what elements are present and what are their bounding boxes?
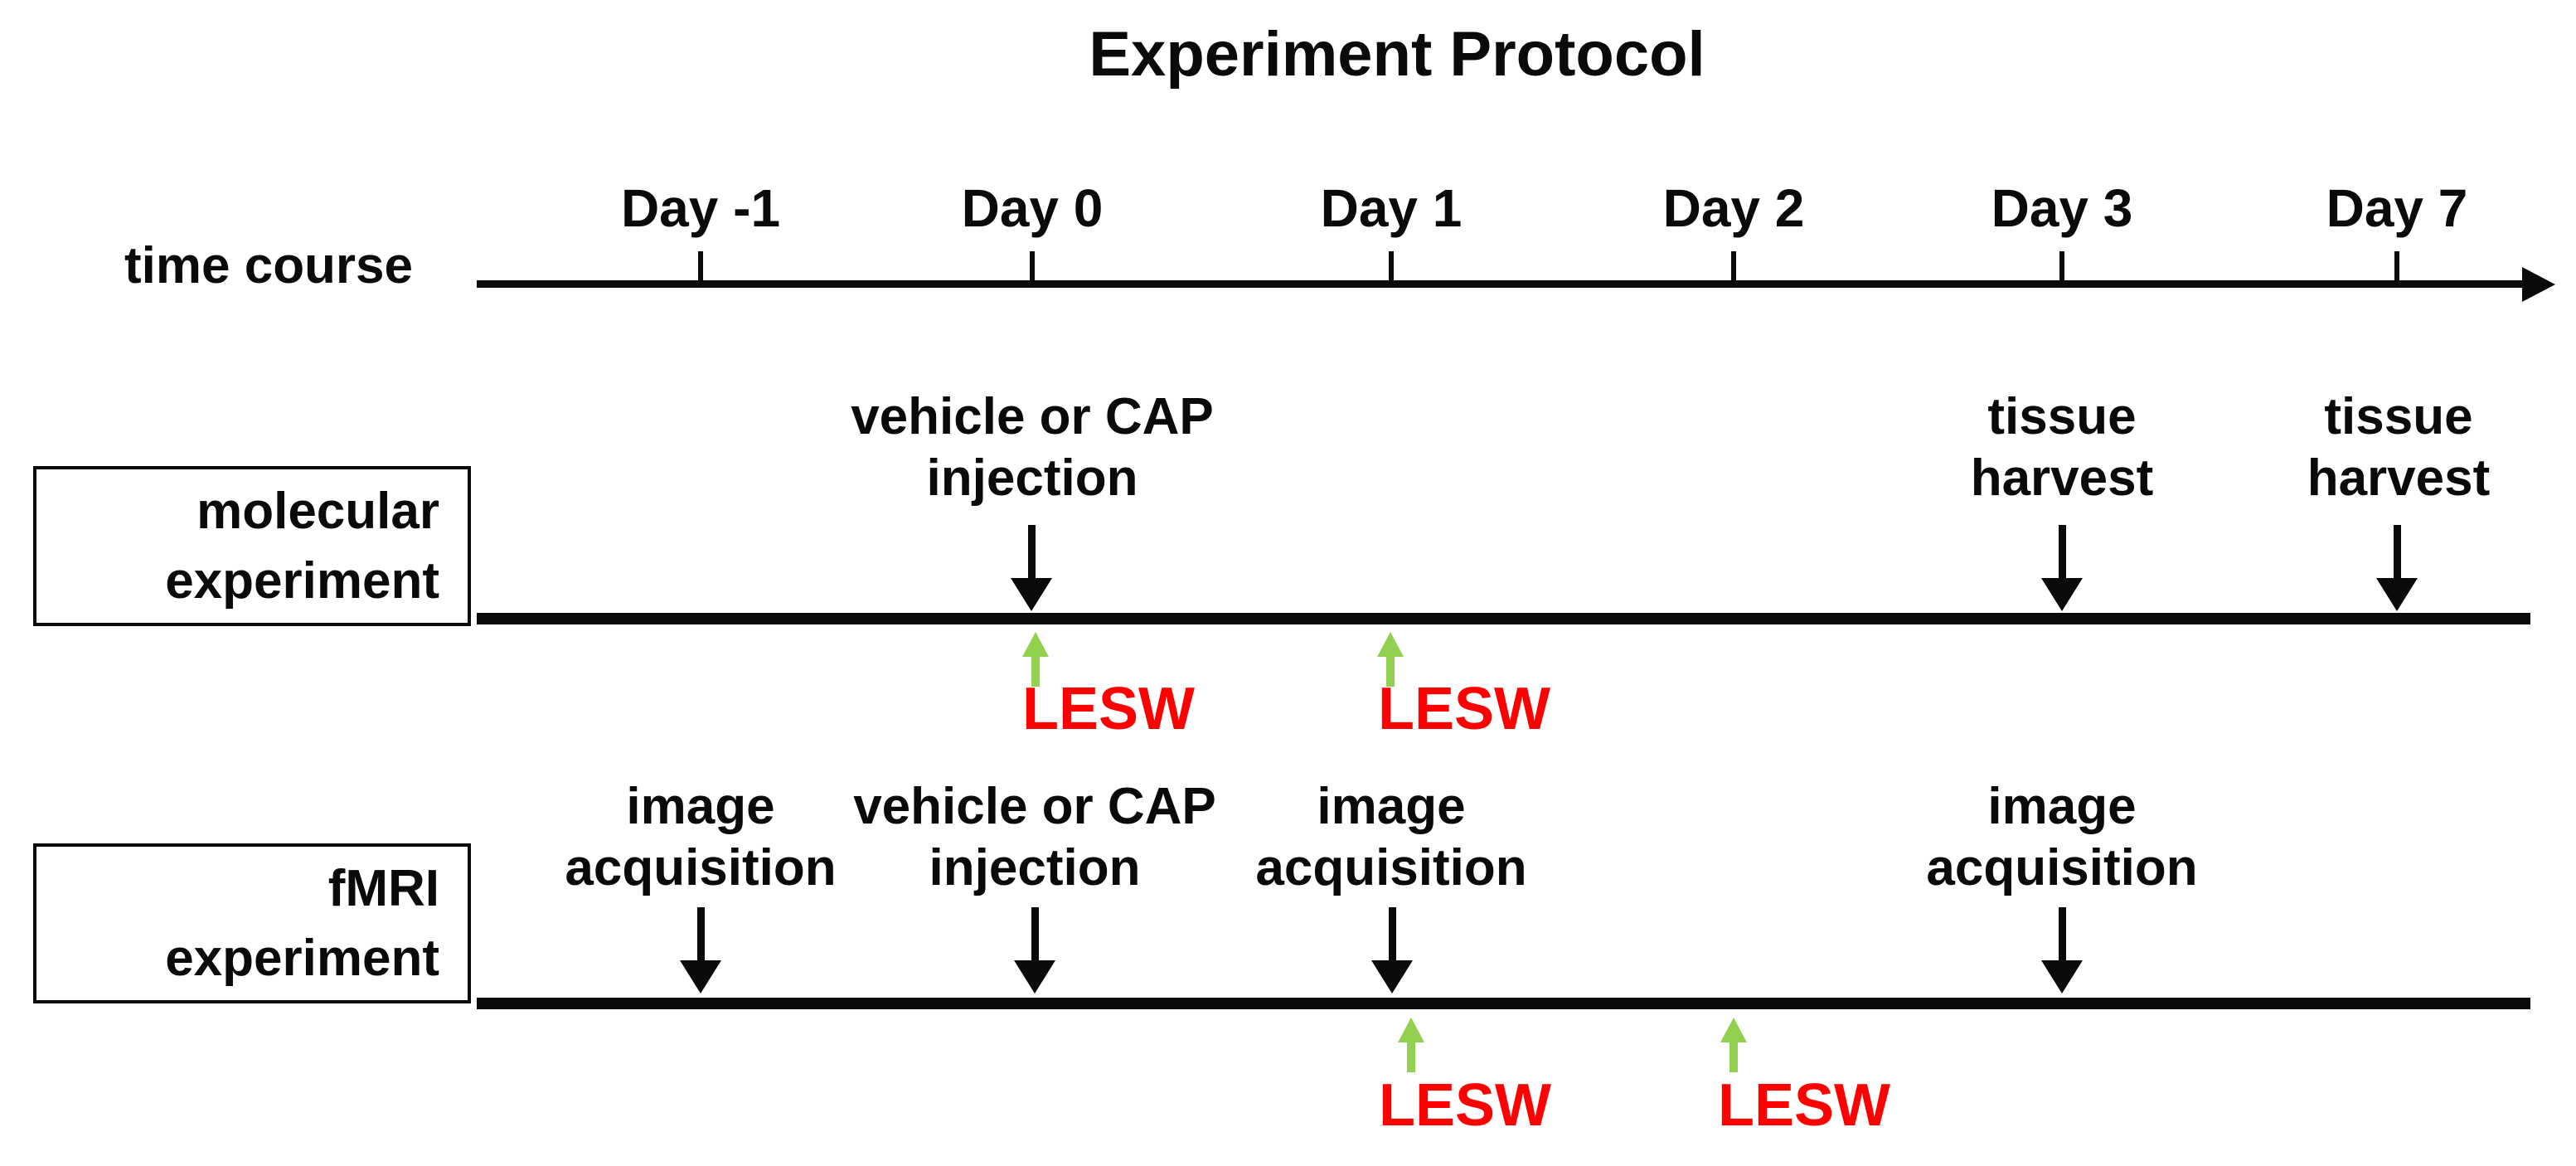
down-arrow-icon bbox=[1371, 907, 1413, 994]
event-label-line: harvest bbox=[1970, 449, 2154, 507]
up-arrow-head bbox=[1022, 632, 1049, 657]
up-arrow-head bbox=[1377, 632, 1404, 657]
event-label-line: injection bbox=[929, 839, 1141, 896]
time-axis-arrowhead-icon bbox=[2522, 266, 2555, 302]
lesw-up-arrow-icon bbox=[1720, 1018, 1747, 1072]
down-arrow-stem bbox=[2393, 525, 2401, 578]
event-label-line: acquisition bbox=[565, 839, 837, 896]
experiment-timeline bbox=[477, 613, 2530, 624]
down-arrow-head bbox=[1011, 578, 1052, 611]
lesw-label: LESW bbox=[1718, 1072, 1890, 1139]
down-arrow-head bbox=[2041, 960, 2083, 994]
down-arrow-stem bbox=[2058, 525, 2066, 578]
experiment-box-line: fMRI bbox=[327, 859, 439, 917]
down-arrow-icon bbox=[2376, 525, 2418, 611]
down-arrow-stem bbox=[696, 907, 705, 960]
down-arrow-head bbox=[1014, 960, 1055, 994]
experiment-box-line: molecular bbox=[196, 482, 439, 540]
experiment-box-line: experiment bbox=[165, 929, 439, 987]
up-arrow-stem bbox=[1031, 657, 1040, 687]
up-arrow-head bbox=[1720, 1018, 1747, 1042]
up-arrow-stem bbox=[1386, 657, 1395, 687]
experiment-box: molecular experiment bbox=[33, 466, 471, 626]
day-label: Day 0 bbox=[961, 178, 1104, 238]
up-arrow-stem bbox=[1729, 1042, 1738, 1072]
lesw-up-arrow-icon bbox=[1377, 632, 1404, 687]
down-arrow-stem bbox=[1031, 907, 1039, 960]
event-label-line: tissue bbox=[2324, 388, 2473, 445]
lesw-label: LESW bbox=[1379, 1072, 1551, 1139]
down-arrow-icon bbox=[2041, 907, 2083, 994]
down-arrow-icon bbox=[1011, 525, 1052, 611]
lesw-label: LESW bbox=[1022, 676, 1195, 742]
down-arrow-icon bbox=[680, 907, 721, 994]
day-tick bbox=[1731, 251, 1736, 288]
down-arrow-stem bbox=[1027, 525, 1036, 578]
lesw-up-arrow-icon bbox=[1398, 1018, 1424, 1072]
down-arrow-icon bbox=[1014, 907, 1055, 994]
day-label: Day 7 bbox=[2326, 178, 2468, 238]
event-label-line: harvest bbox=[2307, 449, 2491, 507]
event-label-line: image bbox=[1987, 778, 2137, 835]
event-label-line: vehicle or CAP bbox=[851, 388, 1214, 445]
diagram-title: Experiment Protocol bbox=[1089, 19, 1705, 90]
experiment-box: fMRI experiment bbox=[33, 843, 471, 1003]
day-label: Day 2 bbox=[1662, 178, 1805, 238]
event-label-line: acquisition bbox=[1255, 839, 1527, 896]
time-course-label: time course bbox=[124, 237, 414, 294]
day-tick bbox=[1030, 251, 1035, 288]
down-arrow-icon bbox=[2041, 525, 2083, 611]
event-label-line: injection bbox=[926, 449, 1138, 507]
up-arrow-stem bbox=[1407, 1042, 1415, 1072]
lesw-up-arrow-icon bbox=[1022, 632, 1049, 687]
experiment-box-line: experiment bbox=[165, 551, 439, 610]
up-arrow-head bbox=[1398, 1018, 1424, 1042]
down-arrow-stem bbox=[1388, 907, 1396, 960]
day-label: Day -1 bbox=[620, 178, 781, 238]
day-label: Day 3 bbox=[1991, 178, 2133, 238]
down-arrow-head bbox=[2041, 578, 2083, 611]
day-tick bbox=[2059, 251, 2064, 288]
day-tick bbox=[698, 251, 703, 288]
day-label: Day 1 bbox=[1320, 178, 1463, 238]
experiment-timeline bbox=[477, 998, 2530, 1009]
down-arrow-head bbox=[2376, 578, 2418, 611]
day-tick bbox=[1389, 251, 1394, 288]
event-label-line: tissue bbox=[1987, 388, 2137, 445]
event-label-line: image bbox=[1317, 778, 1466, 835]
lesw-label: LESW bbox=[1378, 676, 1550, 742]
down-arrow-head bbox=[1371, 960, 1413, 994]
event-label-line: acquisition bbox=[1926, 839, 2198, 896]
event-label-line: image bbox=[626, 778, 775, 835]
time-axis-line bbox=[477, 280, 2525, 288]
day-tick bbox=[2394, 251, 2399, 288]
down-arrow-head bbox=[680, 960, 721, 994]
down-arrow-stem bbox=[2058, 907, 2066, 960]
event-label-line: vehicle or CAP bbox=[853, 778, 1216, 835]
